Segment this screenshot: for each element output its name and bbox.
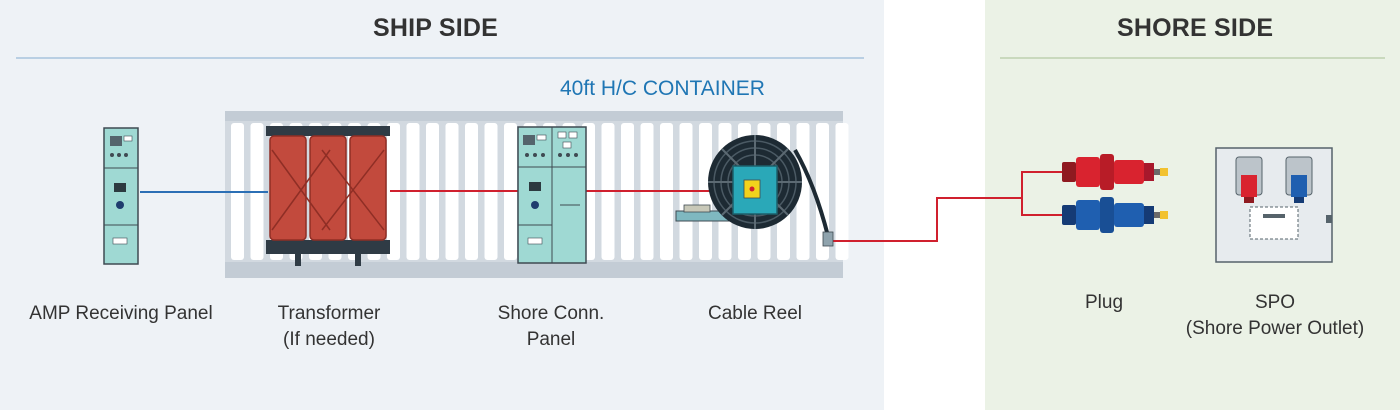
amp-receiving-panel-graphic [103, 127, 139, 265]
cable-reel-graphic [675, 135, 834, 247]
spo-outlet-graphic [1215, 147, 1333, 263]
plug-label: Plug [1084, 292, 1124, 313]
ship-side-title: SHIP SIDE [373, 14, 498, 42]
blue-plug-graphic [1062, 197, 1168, 233]
ship-side-divider [16, 57, 864, 59]
shore-side-title: SHORE SIDE [1117, 14, 1274, 42]
transformer-label-line1: Transformer [277, 303, 381, 324]
spo-label-line1: SPO [1254, 292, 1296, 313]
red-plug-graphic [1062, 154, 1168, 190]
transformer-label-line2: (If needed) [283, 329, 375, 350]
shore-conn-panel-label-line2: Panel [526, 329, 576, 350]
shore-conn-panel-label: Shore Conn. Panel [498, 301, 605, 353]
transformer-label: Transformer (If needed) [278, 301, 381, 353]
container-label: 40ft H/C CONTAINER [560, 77, 765, 100]
transformer-graphic [266, 126, 390, 266]
amp-receiving-panel-label: AMP Receiving Panel [29, 303, 213, 324]
container-rib [835, 123, 849, 260]
cable-reel-label: Cable Reel [708, 303, 802, 324]
spo-label: SPO (Shore Power Outlet) [1186, 290, 1364, 342]
shore-conn-panel-label-line1: Shore Conn. [497, 303, 605, 324]
shore-conn-panel-graphic [517, 126, 587, 264]
spo-label-line2: (Shore Power Outlet) [1185, 318, 1365, 339]
shore-side-divider [1000, 57, 1385, 59]
